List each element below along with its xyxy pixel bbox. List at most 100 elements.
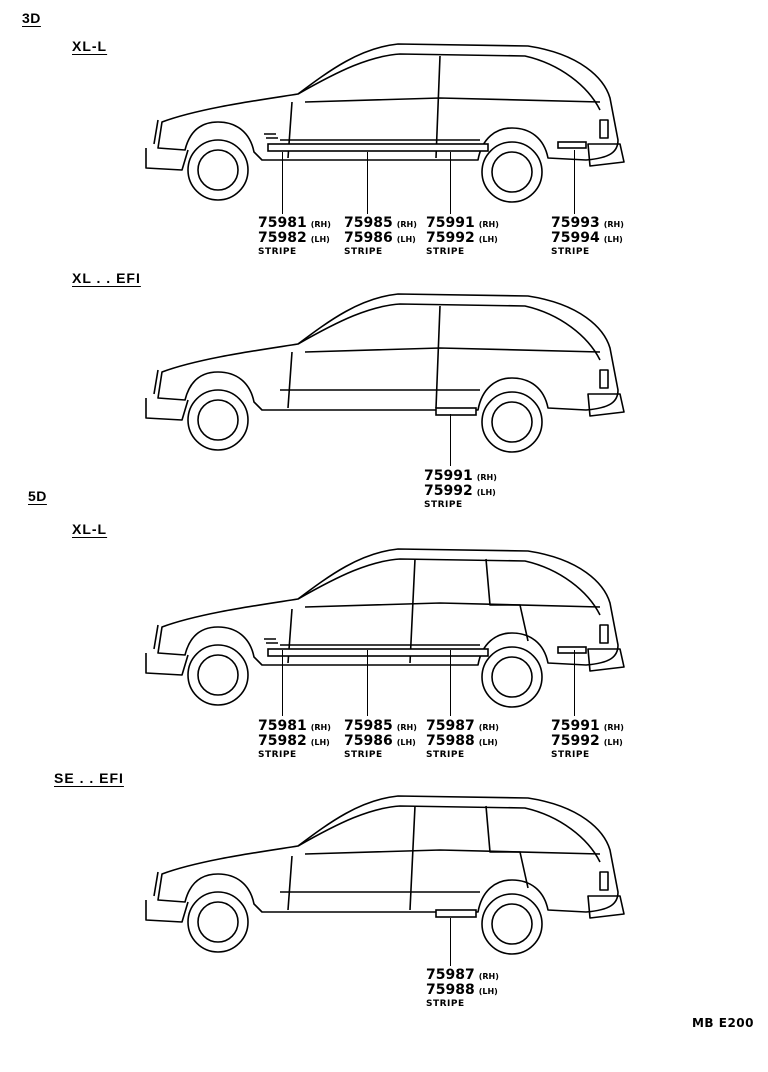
car-drawing-5d-se-efi: [140, 792, 630, 967]
leader-line: [367, 650, 368, 716]
callout-label: 75987(RH) 75988(LH) STRIPE: [426, 968, 499, 1011]
part-number-rh: 75985: [344, 215, 393, 231]
callout-label: 75991(RH) 75992(LH) STRIPE: [426, 216, 499, 259]
leader-line: [450, 152, 451, 214]
callout-label: 75993(RH) 75994(LH) STRIPE: [551, 216, 624, 259]
callout-label: 75981(RH) 75982(LH) STRIPE: [258, 216, 331, 259]
door-line: [287, 305, 441, 409]
part-number-lh: 75992: [551, 733, 600, 749]
side-tag-rh: (RH): [478, 972, 499, 981]
car-svg: [145, 795, 625, 955]
roof-line: [297, 303, 601, 361]
part-number-rh: 75991: [551, 718, 600, 734]
front-bumper: [145, 653, 189, 676]
side-tag-rh: (RH): [396, 220, 417, 229]
part-number-rh: 75991: [424, 468, 473, 484]
callout-label: 75985(RH) 75986(LH) STRIPE: [344, 216, 417, 259]
tail-light: [599, 119, 609, 139]
side-tag-lh: (LH): [310, 235, 330, 244]
callout-label: 75985(RH) 75986(LH) STRIPE: [344, 719, 417, 762]
roof-line: [297, 558, 601, 616]
rear-bumper: [587, 648, 625, 672]
part-description: STRIPE: [426, 247, 465, 257]
tail-light: [599, 871, 609, 891]
wheel-tire: [481, 141, 543, 203]
car-drawing-3d-xl-l: [140, 40, 630, 215]
front-bumper: [145, 148, 189, 171]
leader-line: [450, 918, 451, 966]
wheel-tire: [187, 891, 249, 953]
rocker-stripe: [435, 909, 477, 918]
wheel-rim: [491, 903, 533, 945]
side-tag-lh: (LH): [603, 235, 623, 244]
side-tag-lh: (LH): [476, 488, 496, 497]
headlight: [153, 624, 159, 650]
variant-heading-5d-se-efi: SE . . EFI: [54, 770, 124, 786]
part-number-rh: 75993: [551, 215, 600, 231]
wheel-rim: [197, 901, 239, 943]
window-line: [304, 849, 601, 855]
part-number-rh: 75985: [344, 718, 393, 734]
front-bumper: [145, 900, 189, 923]
side-tag-rh: (RH): [603, 723, 624, 732]
wheel-tire: [481, 391, 543, 453]
wheel-tire: [187, 139, 249, 201]
headlight: [153, 871, 159, 897]
car-body-outline: [157, 548, 619, 666]
rear-bumper: [587, 143, 625, 167]
part-number-lh: 75986: [344, 230, 393, 246]
side-tag-rh: (RH): [478, 220, 499, 229]
body-stripe: [267, 648, 489, 657]
part-description: STRIPE: [551, 750, 590, 760]
rocker-stripe: [435, 407, 477, 416]
part-number-lh: 75992: [426, 230, 475, 246]
door-line: [287, 55, 441, 159]
emblem-mark: [264, 133, 278, 139]
section-heading-3d: 3D: [22, 10, 41, 26]
door-line: [287, 805, 529, 911]
side-tag-rh: (RH): [476, 473, 497, 482]
part-number-lh: 75982: [258, 733, 307, 749]
car-svg: [145, 548, 625, 708]
tail-light: [599, 369, 609, 389]
wheel-rim: [491, 401, 533, 443]
side-tag-lh: (LH): [396, 738, 416, 747]
headlight: [153, 369, 159, 395]
side-tag-rh: (RH): [396, 723, 417, 732]
wheel-rim: [197, 399, 239, 441]
wheel-tire: [481, 893, 543, 955]
side-tag-lh: (LH): [396, 235, 416, 244]
roof-line: [297, 53, 601, 111]
leader-line: [282, 152, 283, 214]
part-number-lh: 75988: [426, 733, 475, 749]
part-number-rh: 75987: [426, 967, 475, 983]
headlight: [153, 119, 159, 145]
wheel-rim: [491, 151, 533, 193]
side-tag-rh: (RH): [310, 723, 331, 732]
part-description: STRIPE: [551, 247, 590, 257]
side-tag-lh: (LH): [478, 987, 498, 996]
wheel-rim: [197, 149, 239, 191]
leader-line: [450, 414, 451, 466]
side-tag-rh: (RH): [310, 220, 331, 229]
car-drawing-3d-xl-efi: [140, 290, 630, 465]
variant-heading-3d-xl-l: XL-L: [72, 38, 108, 54]
part-description: STRIPE: [344, 247, 383, 257]
part-description: STRIPE: [258, 750, 297, 760]
variant-heading-5d-xl-l: XL-L: [72, 521, 108, 537]
leader-line: [367, 152, 368, 214]
part-number-rh: 75991: [426, 215, 475, 231]
part-description: STRIPE: [426, 750, 465, 760]
leader-line: [574, 650, 575, 716]
side-tag-lh: (LH): [603, 738, 623, 747]
window-line: [304, 347, 601, 353]
door-line: [287, 558, 529, 664]
part-number-rh: 75987: [426, 718, 475, 734]
part-number-lh: 75994: [551, 230, 600, 246]
car-svg: [145, 293, 625, 453]
part-number-rh: 75981: [258, 718, 307, 734]
part-description: STRIPE: [426, 999, 465, 1009]
body-stripe: [267, 143, 489, 152]
emblem-mark: [264, 638, 278, 644]
side-tag-lh: (LH): [478, 235, 498, 244]
